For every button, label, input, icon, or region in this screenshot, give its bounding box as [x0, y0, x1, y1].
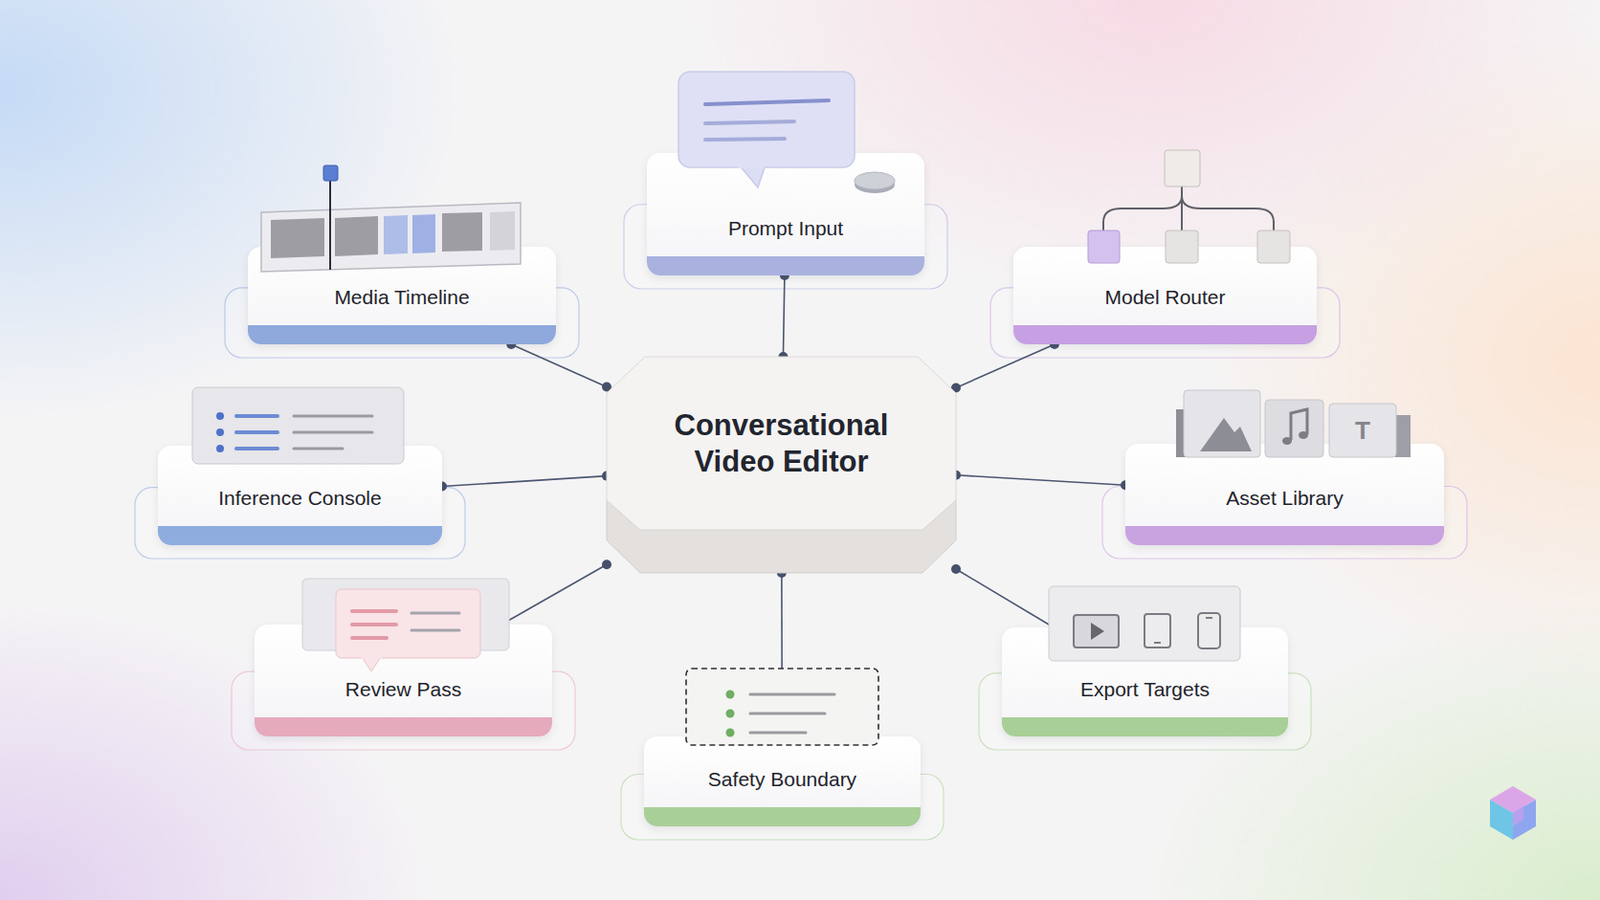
connector-dot [951, 564, 961, 575]
module-card: Inference Console [157, 445, 443, 546]
connector-dot [601, 559, 612, 570]
connector-line [442, 476, 607, 488]
octagon-top [606, 356, 956, 531]
module-card: Export Targets [1001, 627, 1289, 737]
card-label: Media Timeline [333, 285, 469, 311]
module-card: Media Timeline [247, 246, 556, 345]
module-card: Asset Library [1125, 444, 1445, 546]
router-tree-icon [1103, 186, 1274, 231]
watermark-cube [1489, 786, 1536, 841]
connector-line [955, 475, 1126, 486]
connector-line [782, 275, 784, 357]
module-card: Model Router [1013, 246, 1317, 345]
connector-line [955, 569, 1054, 628]
card-label: Review Pass [345, 677, 462, 703]
safety-checklist-icon [686, 668, 879, 746]
connector-line [780, 573, 783, 737]
card-label: Export Targets [1080, 677, 1210, 703]
module-card: Prompt Input [646, 153, 925, 276]
hub-node: Conversational Video Editor [606, 356, 956, 574]
card-label: Model Router [1104, 285, 1225, 311]
tile-glyph: T [1329, 416, 1397, 445]
card-label: Safety Boundary [708, 767, 857, 793]
connector-line [501, 564, 607, 625]
hub-title: Conversational Video Editor [638, 407, 926, 481]
module-card: Safety Boundary [644, 736, 921, 827]
hub-text-wrap: Conversational Video Editor [606, 356, 956, 531]
module-card: Review Pass [254, 624, 553, 737]
connector-line [511, 344, 607, 388]
card-label: Asset Library [1225, 486, 1344, 512]
card-label: Inference Console [218, 486, 381, 512]
card-label: Prompt Input [728, 216, 844, 242]
connector-line [955, 344, 1055, 388]
